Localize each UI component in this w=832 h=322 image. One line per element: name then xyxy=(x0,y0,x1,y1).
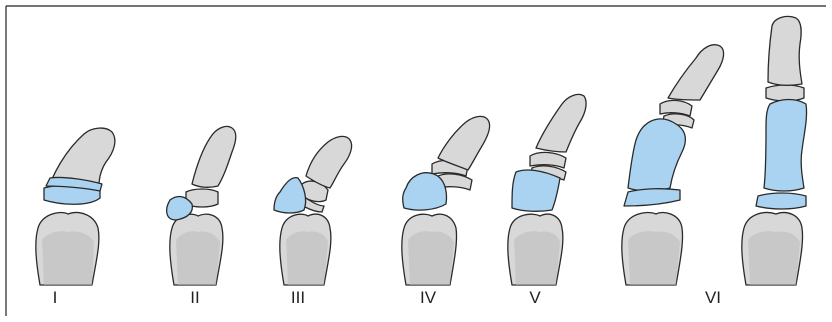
distal-phalanx-bone xyxy=(438,116,490,170)
type-label-i: I xyxy=(53,288,58,307)
type-4-illustration xyxy=(402,116,490,285)
distal-phalanx-bone xyxy=(306,136,352,188)
duplicated-metacarpal-segment xyxy=(756,193,806,209)
distal-phalanx-bone xyxy=(536,94,586,152)
proximal-phalanx-bone xyxy=(742,213,803,285)
type-label-v: V xyxy=(529,288,541,307)
proximal-phalanx-bone xyxy=(170,214,223,285)
type-label-iv: IV xyxy=(420,288,437,307)
type-label-vi: VI xyxy=(705,288,721,307)
duplicated-metacarpal-segment xyxy=(624,189,680,206)
proximal-phalanx-bone xyxy=(36,213,99,285)
proximal-phalanx-bone xyxy=(508,214,563,285)
distal-phalanx-bone xyxy=(192,126,236,187)
type-2-illustration xyxy=(167,126,236,285)
type-6-right-illustration xyxy=(742,16,807,285)
duplicated-segment xyxy=(44,177,102,204)
type-label-ii: II xyxy=(190,288,199,307)
duplicated-segment xyxy=(512,170,560,211)
type-3-illustration xyxy=(274,136,352,285)
duplicated-proximal-phalanx xyxy=(764,100,807,192)
duplicated-proximal-phalanx xyxy=(628,119,685,191)
proximal-phalanx-bone xyxy=(622,213,683,285)
distal-phalanx-bone xyxy=(668,45,724,100)
distal-phalanx-bone xyxy=(768,16,802,85)
type-5-illustration xyxy=(508,94,586,285)
type-label-iii: III xyxy=(291,288,305,307)
type-1-illustration xyxy=(36,128,115,285)
proximal-phalanx-bone xyxy=(402,214,457,285)
type-6-left-illustration xyxy=(622,45,724,285)
middle-phalanx-bone xyxy=(766,85,804,101)
duplicated-segment xyxy=(274,178,306,213)
proximal-phalanx-bone xyxy=(280,214,331,285)
duplicated-segment xyxy=(403,173,447,210)
